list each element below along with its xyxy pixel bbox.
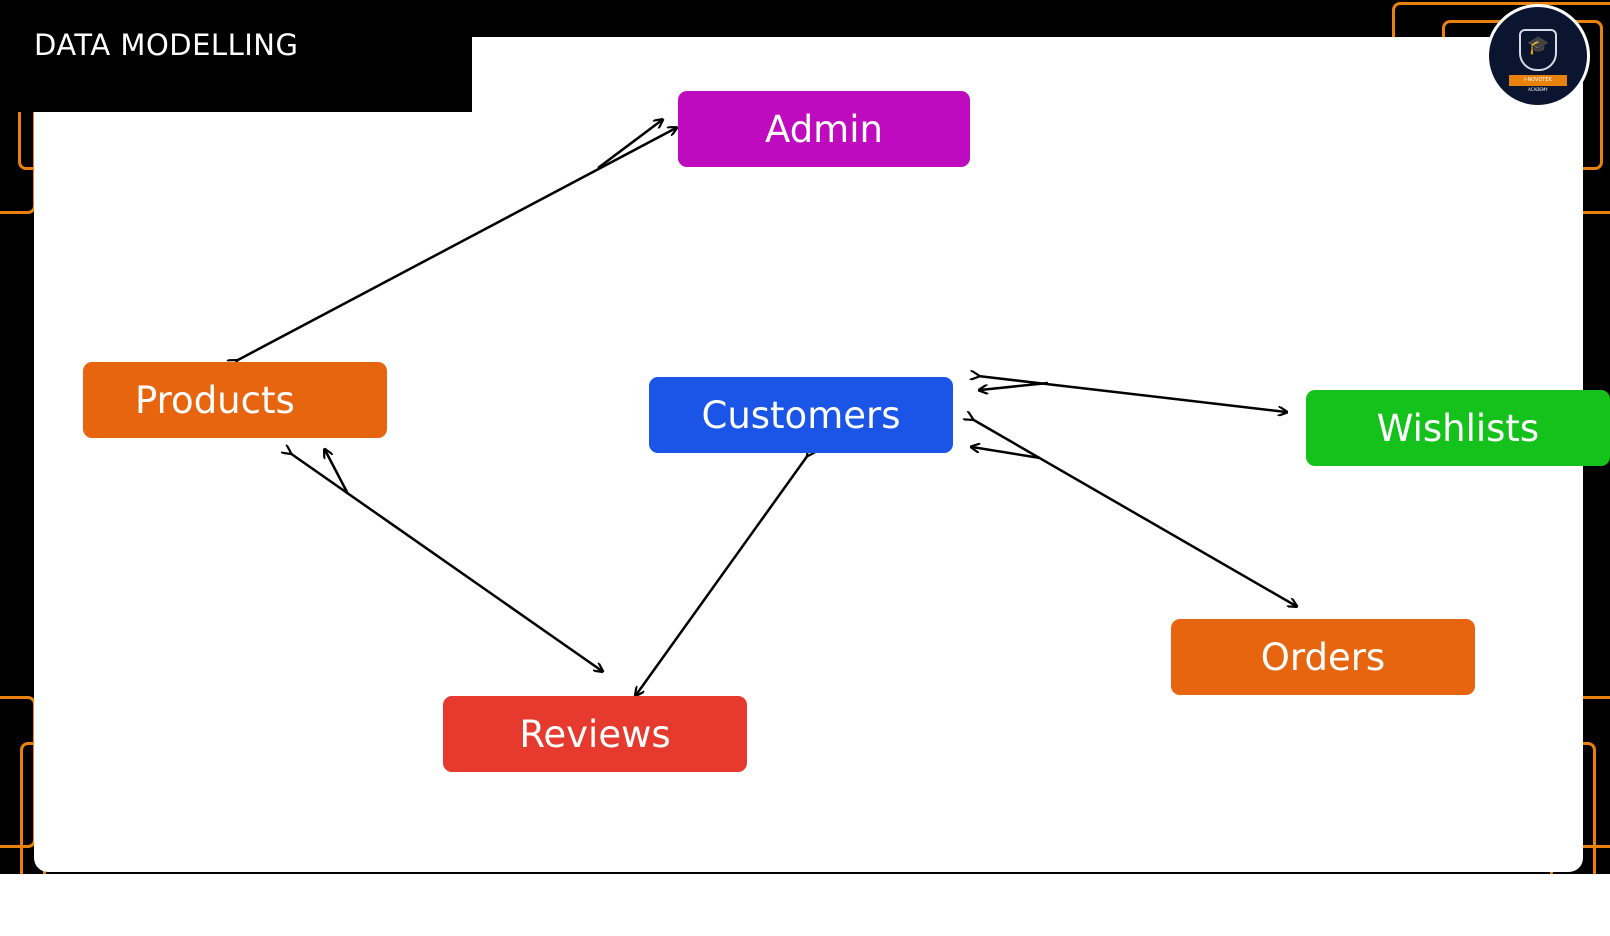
- edge-customers-wishlists-secondary: [980, 381, 1049, 390]
- node-customers-label: Customers: [701, 393, 901, 437]
- node-admin[interactable]: Admin: [678, 91, 970, 167]
- logo-banner: I-NOVOTEK: [1509, 75, 1567, 86]
- graduation-cap-icon: 🎓: [1527, 35, 1550, 56]
- logo-subtext: ACADEMY: [1528, 87, 1548, 92]
- page-title: DATA MODELLING: [34, 28, 299, 62]
- node-products-label: Products: [135, 378, 295, 422]
- title-bar: DATA MODELLING: [0, 0, 472, 112]
- node-wishlists-label: Wishlists: [1376, 406, 1540, 450]
- edge-customers-reviews: [636, 455, 808, 695]
- edge-customers-orders: [972, 419, 1296, 606]
- edge-products-admin: [236, 128, 676, 361]
- graduation-cap-logo: 🎓 I-NOVOTEK ACADEMY: [1486, 4, 1590, 108]
- node-orders-label: Orders: [1260, 635, 1386, 679]
- node-reviews-label: Reviews: [519, 712, 671, 756]
- shield-icon: [1519, 29, 1557, 71]
- edge-products-admin-secondary: [597, 120, 662, 169]
- node-admin-label: Admin: [765, 107, 883, 151]
- edge-products-reviews: [290, 453, 602, 671]
- node-wishlists[interactable]: Wishlists: [1306, 390, 1610, 466]
- edge-customers-wishlists: [978, 376, 1286, 412]
- node-products[interactable]: Products: [83, 362, 387, 438]
- node-reviews[interactable]: Reviews: [443, 696, 747, 772]
- edge-customers-orders-secondary: [972, 447, 1041, 460]
- edge-products-reviews-secondary: [325, 450, 350, 495]
- node-customers[interactable]: Customers: [649, 377, 953, 453]
- node-orders[interactable]: Orders: [1171, 619, 1475, 695]
